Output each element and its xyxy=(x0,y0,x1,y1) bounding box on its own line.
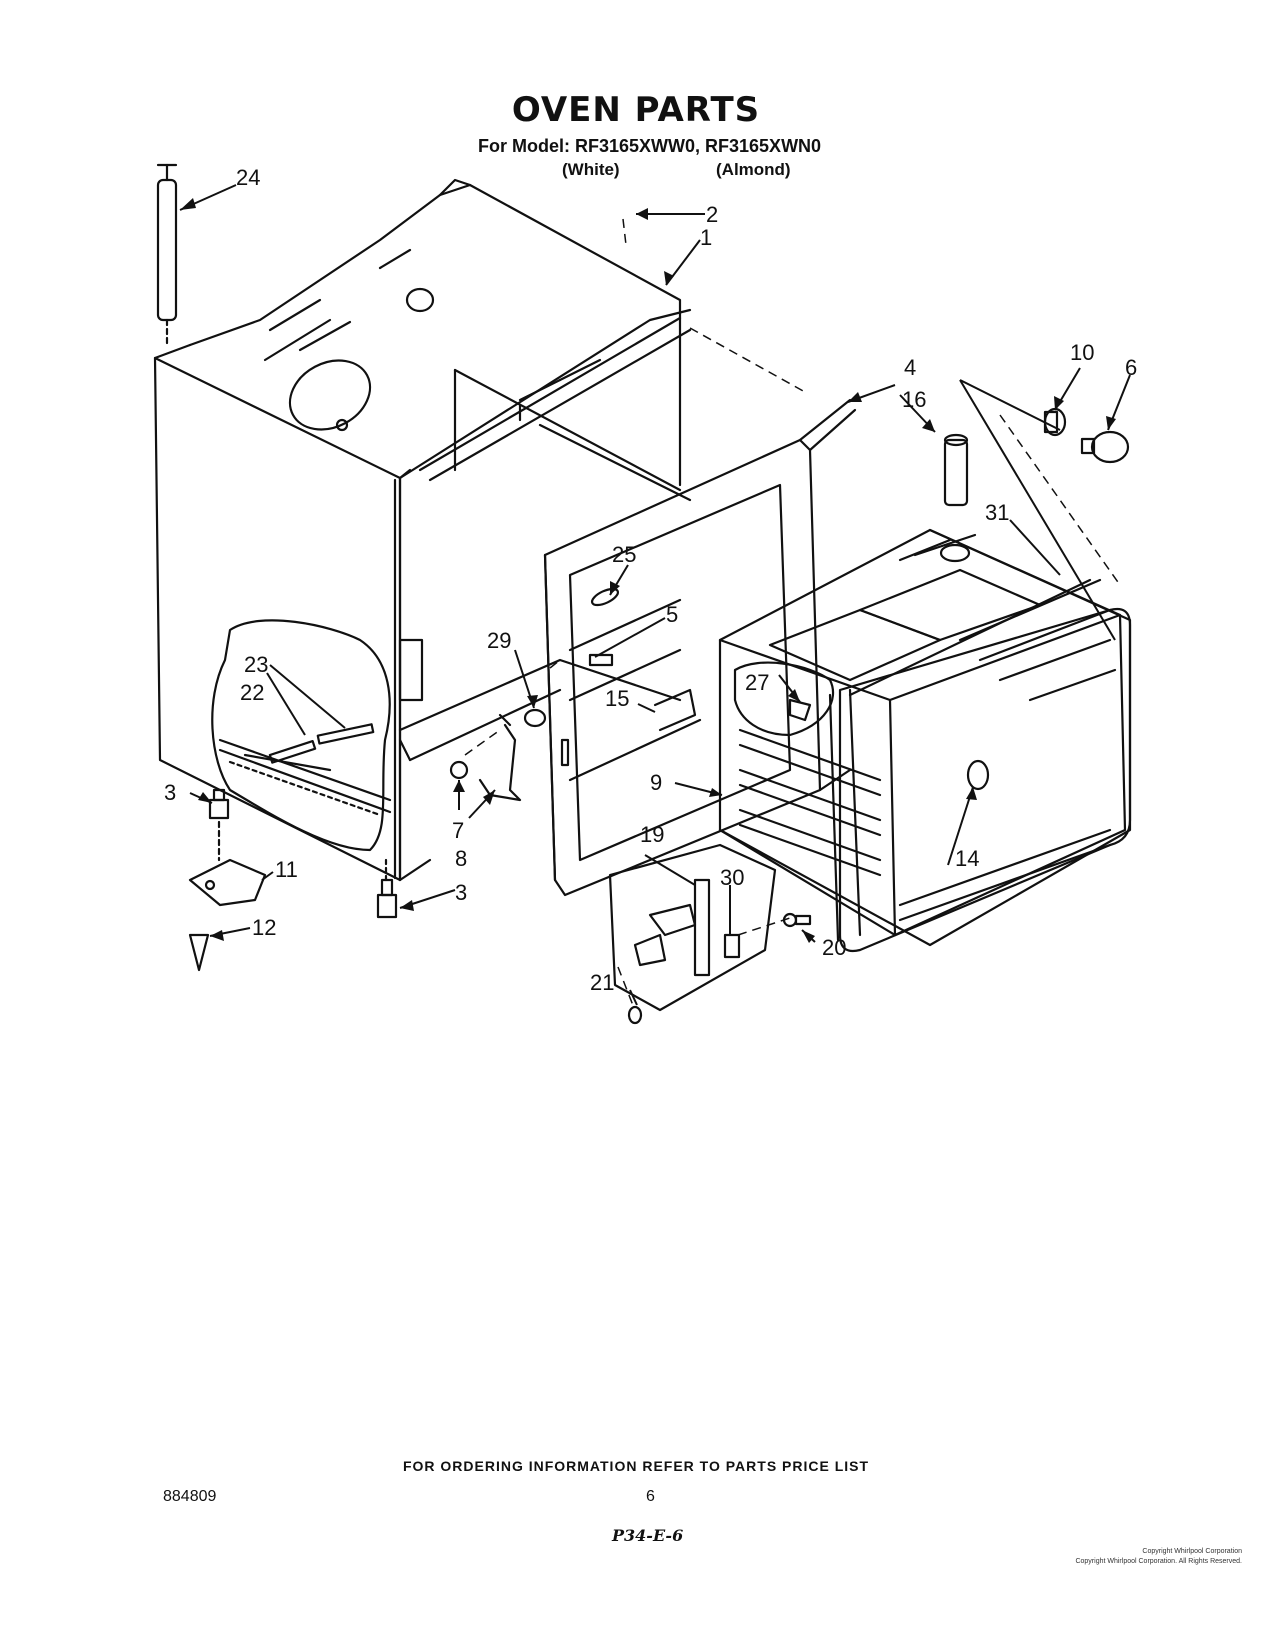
label-8: 8 xyxy=(455,846,467,871)
finish-almond: (Almond) xyxy=(716,160,791,179)
model-line: For Model: RF3165XWW0, RF3165XWN0 xyxy=(478,136,822,156)
label-20: 20 xyxy=(822,935,846,960)
label-25: 25 xyxy=(612,542,636,567)
label-21: 21 xyxy=(590,970,614,995)
leveling-parts xyxy=(188,788,398,972)
label-5: 5 xyxy=(666,602,678,627)
handwritten-note: P34-E-6 xyxy=(612,1526,684,1545)
label-30: 30 xyxy=(720,865,744,890)
finish-white: (White) xyxy=(562,160,620,179)
document-number: 884809 xyxy=(163,1488,217,1505)
label-10: 10 xyxy=(1070,340,1094,365)
label-12: 12 xyxy=(252,915,276,940)
label-31: 31 xyxy=(985,500,1009,525)
cabinet-frame xyxy=(188,178,692,762)
part-24-component xyxy=(156,163,178,347)
label-27: 27 xyxy=(745,670,769,695)
label-1: 1 xyxy=(700,225,712,250)
label-22: 22 xyxy=(240,680,264,705)
label-23: 23 xyxy=(244,652,268,677)
oven-liner xyxy=(718,528,1132,953)
small-hardware xyxy=(449,587,697,802)
copyright-line-1: Copyright Whirlpool Corporation xyxy=(1142,1548,1242,1555)
label-11: 11 xyxy=(275,857,298,882)
label-14: 14 xyxy=(955,846,979,871)
part-16-insulator xyxy=(943,433,969,507)
label-29: 29 xyxy=(487,628,511,653)
ordering-note: FOR ORDERING INFORMATION REFER TO PARTS … xyxy=(402,1458,870,1474)
label-6: 6 xyxy=(1125,355,1137,380)
label-3a: 3 xyxy=(164,780,176,805)
copyright-line-2: Copyright Whirlpool Corporation. All Rig… xyxy=(1075,1558,1242,1565)
label-15: 15 xyxy=(605,686,629,711)
front-frame xyxy=(543,398,857,897)
label-16: 16 xyxy=(902,387,926,412)
label-7: 7 xyxy=(452,818,464,843)
page-number: 6 xyxy=(646,1488,655,1505)
label-3b: 3 xyxy=(455,880,467,905)
label-4: 4 xyxy=(904,355,916,380)
page-title: OVEN PARTS xyxy=(511,90,761,130)
side-panel-cutaway xyxy=(211,619,392,852)
label-24: 24 xyxy=(236,165,260,190)
label-2: 2 xyxy=(706,202,718,227)
label-9: 9 xyxy=(650,770,662,795)
door-latch-assembly xyxy=(608,843,812,1025)
light-socket-and-bulb xyxy=(1043,407,1130,464)
label-19: 19 xyxy=(640,822,664,847)
